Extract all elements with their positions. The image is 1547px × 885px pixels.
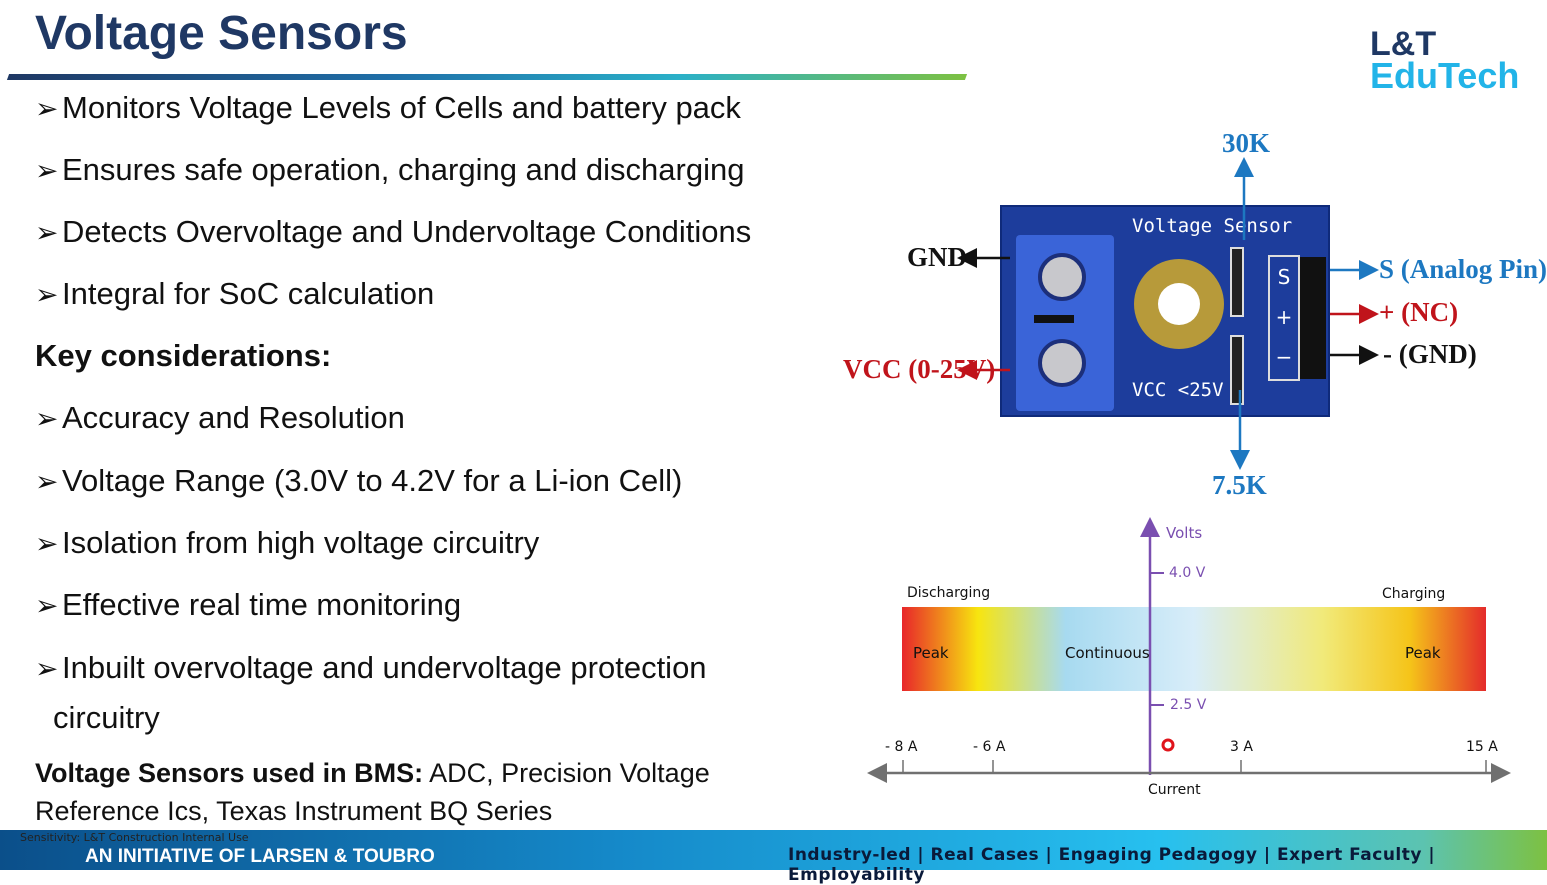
resistor-30k bbox=[1230, 247, 1244, 317]
pin-plus-label: + bbox=[1275, 305, 1293, 329]
footer-initiative: AN INITIATIVE OF LARSEN & TOUBRO bbox=[85, 846, 435, 867]
terminal-screw bbox=[1038, 253, 1086, 301]
terminal-divider bbox=[1034, 315, 1074, 323]
bullet: ➢Integral for SoC calculation bbox=[35, 276, 434, 312]
lt-edutech-logo: L&T EduTech bbox=[1370, 25, 1520, 96]
gnd-label: GND bbox=[907, 242, 967, 272]
arrow-bullet-icon: ➢ bbox=[35, 589, 59, 622]
pin-minus-label: − bbox=[1275, 345, 1293, 369]
bullet: ➢Effective real time monitoring bbox=[35, 587, 461, 623]
logo-line2: EduTech bbox=[1370, 55, 1520, 96]
tick-15a: 15 A bbox=[1466, 739, 1498, 755]
bullet: ➢Inbuilt overvoltage and undervoltage pr… bbox=[35, 650, 707, 686]
mounting-hole bbox=[1134, 259, 1224, 349]
slide-title: Voltage Sensors bbox=[35, 7, 408, 60]
vcc-label: VCC (0-25V) bbox=[843, 354, 996, 384]
discharging-label: Discharging bbox=[907, 585, 991, 601]
peak-discharge-label: Peak bbox=[913, 644, 949, 662]
bullet-text: Detects Overvoltage and Undervoltage Con… bbox=[62, 214, 752, 249]
operating-band bbox=[902, 607, 1486, 691]
volts-axis-label: Volts bbox=[1166, 524, 1203, 542]
bullet-text: Integral for SoC calculation bbox=[62, 276, 435, 311]
bullet-text: Accuracy and Resolution bbox=[62, 400, 405, 435]
board-vcc-label: VCC <25V bbox=[1132, 379, 1224, 401]
bullet-text: Voltage Range (3.0V to 4.2V for a Li-ion… bbox=[62, 463, 683, 498]
peak-charge-label: Peak bbox=[1405, 644, 1441, 662]
voltage-sensor-board: Voltage Sensor VCC <25V S + − bbox=[1000, 205, 1330, 417]
arrow-bullet-icon: ➢ bbox=[35, 154, 59, 187]
sensors-used-text: ADC, Precision Voltage bbox=[423, 758, 710, 788]
sensors-used: Voltage Sensors used in BMS: ADC, Precis… bbox=[35, 758, 710, 789]
key-heading: Key considerations: bbox=[35, 338, 332, 373]
tick-minus8a: - 8 A bbox=[885, 739, 918, 755]
logo-line1: L&T bbox=[1370, 25, 1437, 63]
resistor-7k5-label: 7.5K bbox=[1212, 470, 1267, 500]
footer-tagline: Industry-led | Real Cases | Engaging Ped… bbox=[788, 845, 1436, 885]
bullet: ➢Ensures safe operation, charging and di… bbox=[35, 152, 744, 188]
charging-label: Charging bbox=[1382, 586, 1446, 602]
arrow-bullet-icon: ➢ bbox=[35, 402, 59, 435]
v4-tick-label: 4.0 V bbox=[1169, 565, 1206, 581]
bullet-text: Isolation from high voltage circuitry bbox=[62, 525, 540, 560]
gnd-pin-label: - (GND) bbox=[1383, 339, 1477, 369]
bullet-continuation: circuitry bbox=[53, 700, 160, 735]
bullet: ➢Detects Overvoltage and Undervoltage Co… bbox=[35, 214, 751, 250]
arrow-bullet-icon: ➢ bbox=[35, 216, 59, 249]
arrow-bullet-icon: ➢ bbox=[35, 465, 59, 498]
resistor-30k-label: 30K bbox=[1222, 128, 1271, 158]
arrow-bullet-icon: ➢ bbox=[35, 92, 59, 125]
cursor-dot bbox=[1161, 738, 1175, 752]
board-label: Voltage Sensor bbox=[1132, 215, 1293, 237]
arrow-bullet-icon: ➢ bbox=[35, 278, 59, 311]
pin-labels: S + − bbox=[1268, 255, 1300, 381]
sensors-used-line2: Reference Ics, Texas Instrument BQ Serie… bbox=[35, 796, 553, 826]
sensors-used-label: Voltage Sensors used in BMS: bbox=[35, 758, 424, 788]
tick-3a: 3 A bbox=[1230, 739, 1253, 755]
bullet-text: Effective real time monitoring bbox=[62, 587, 462, 622]
footer-bar bbox=[0, 830, 1547, 870]
current-axis-label: Current bbox=[1148, 782, 1201, 798]
bullet: ➢Accuracy and Resolution bbox=[35, 400, 405, 436]
continuous-label: Continuous bbox=[1065, 644, 1150, 662]
bullet-text: Monitors Voltage Levels of Cells and bat… bbox=[62, 90, 741, 125]
header-pins bbox=[1300, 257, 1326, 379]
sensitivity-label: Sensitivity: L&T Construction Internal U… bbox=[20, 831, 249, 844]
bullet-text: Inbuilt overvoltage and undervoltage pro… bbox=[62, 650, 707, 685]
nc-pin-label: + (NC) bbox=[1379, 297, 1459, 327]
arrow-bullet-icon: ➢ bbox=[35, 527, 59, 560]
analog-pin-label: S (Analog Pin) bbox=[1379, 254, 1547, 284]
resistor-7k5 bbox=[1230, 335, 1244, 405]
pin-s-label: S bbox=[1277, 265, 1291, 289]
terminal-screw bbox=[1038, 339, 1086, 387]
terminal-block bbox=[1016, 235, 1114, 411]
bullet: ➢Voltage Range (3.0V to 4.2V for a Li-io… bbox=[35, 463, 682, 499]
tick-minus6a: - 6 A bbox=[973, 739, 1006, 755]
bullet-text: Ensures safe operation, charging and dis… bbox=[62, 152, 745, 187]
bullet: ➢Isolation from high voltage circuitry bbox=[35, 525, 539, 561]
arrow-bullet-icon: ➢ bbox=[35, 652, 59, 685]
v25-tick-label: 2.5 V bbox=[1170, 697, 1207, 713]
bullet: ➢Monitors Voltage Levels of Cells and ba… bbox=[35, 90, 741, 126]
